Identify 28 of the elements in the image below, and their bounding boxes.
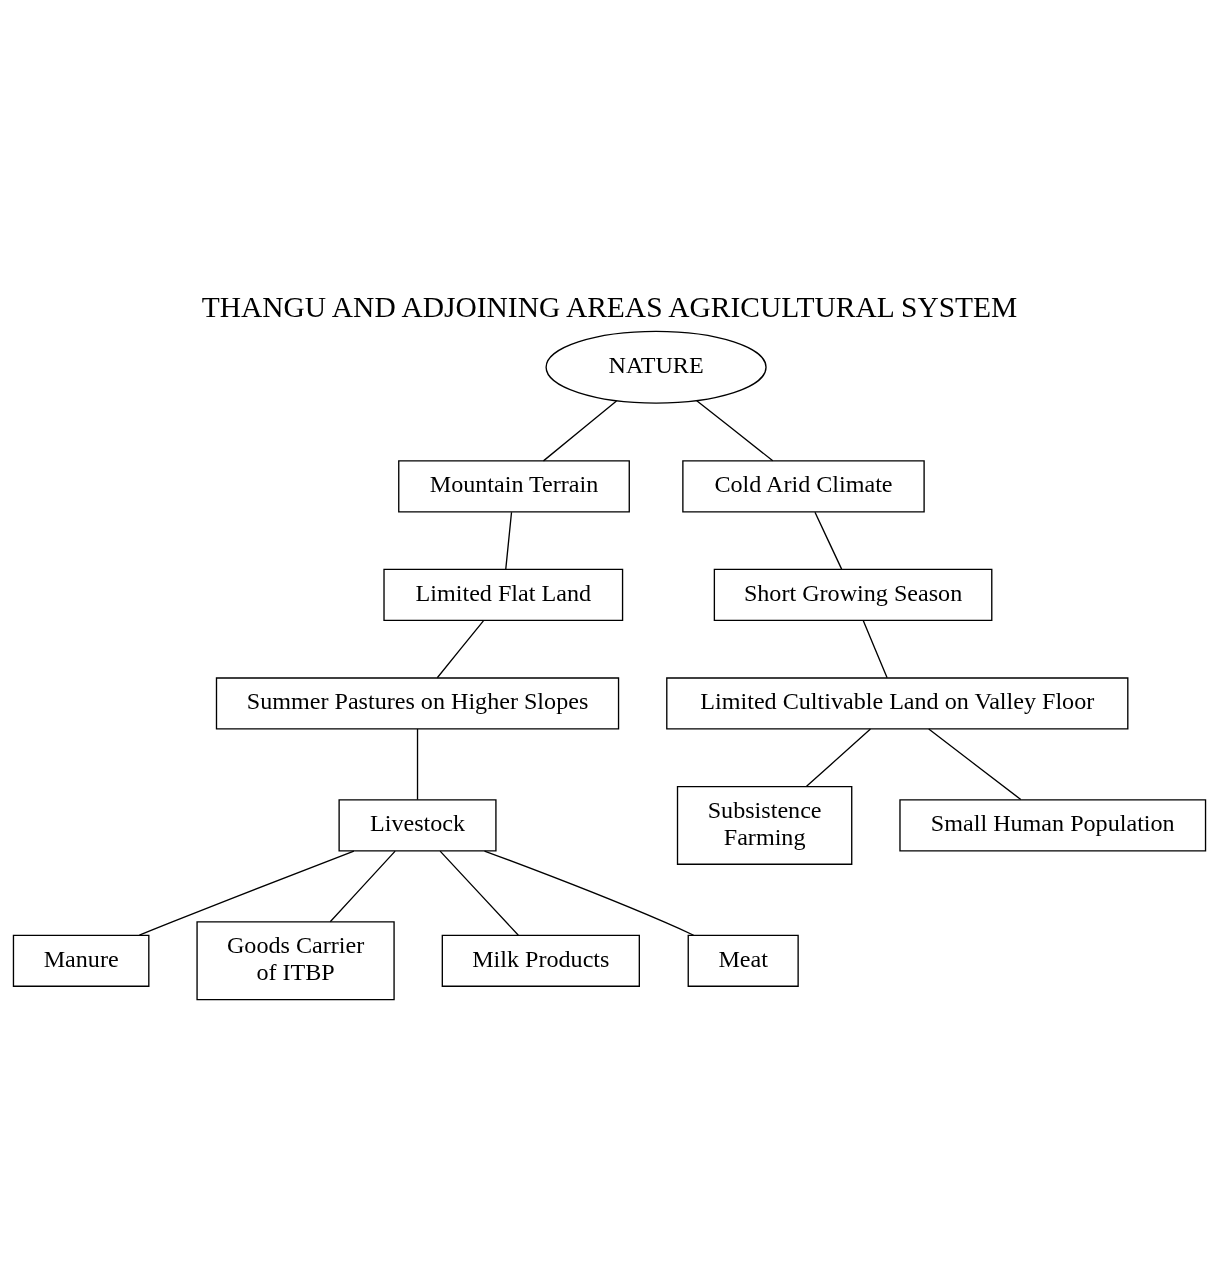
connector [436, 620, 485, 679]
node-box: Mountain Terrain [398, 460, 630, 513]
connector [329, 850, 396, 923]
node-box: Small Human Population [899, 799, 1207, 852]
connector [862, 620, 888, 679]
connector [696, 400, 774, 462]
connector [416, 728, 419, 801]
node-box: Livestock [338, 799, 497, 852]
node-box: Meat [687, 934, 799, 987]
connector [505, 511, 513, 570]
connector [542, 400, 618, 462]
connector [814, 511, 843, 570]
node-box: Limited Cultivable Land on Valley Floor [666, 677, 1129, 730]
connector [439, 850, 519, 936]
diagram-title: THANGU AND ADJOINING AREAS AGRICULTURAL SYSTEM [201, 291, 1018, 324]
connector [138, 850, 355, 936]
connector [928, 728, 1022, 801]
node-box: Goods Carrier of ITBP [196, 921, 395, 1001]
node-box: Limited Flat Land [383, 568, 624, 622]
node-box: Subsistence Farming [676, 785, 853, 865]
node-box: Milk Products [441, 934, 640, 987]
node-box: Short Growing Season [713, 568, 993, 622]
node-box: Summer Pastures on Higher Slopes [215, 677, 620, 730]
node-box: Manure [12, 934, 150, 987]
node-ellipse: NATURE [545, 330, 767, 404]
node-box: Cold Arid Climate [682, 460, 925, 513]
connector [483, 850, 695, 936]
connector [805, 728, 872, 787]
